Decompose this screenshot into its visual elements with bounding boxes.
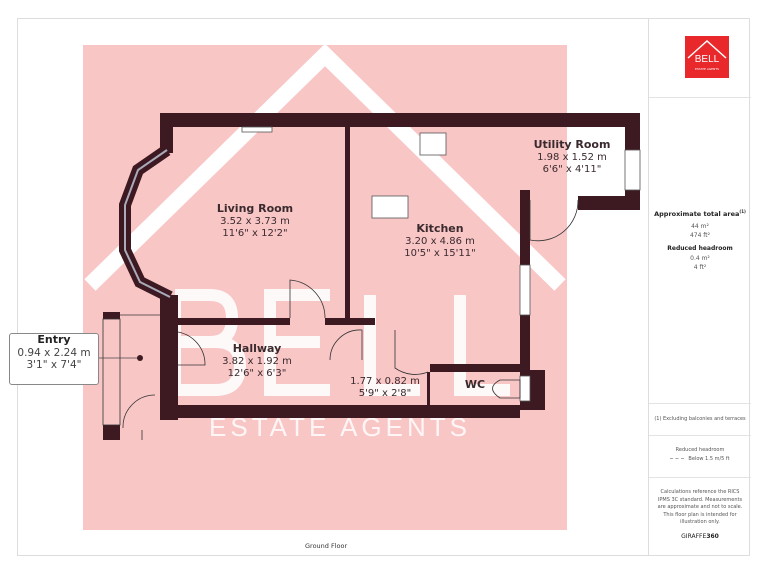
credit: GIRAFFE360 [649, 533, 751, 540]
disclaimer: Calculations reference the RICS IPMS 3C … [657, 489, 743, 525]
doors [102, 199, 579, 440]
total-area-m: 44 m² [691, 223, 709, 231]
room-name: Hallway [232, 342, 282, 355]
legend-title: Reduced headroom [675, 447, 725, 453]
room-imperial: 3'1" x 7'4" [26, 359, 82, 371]
brand-tagline: ESTATE AGENTS [694, 67, 720, 71]
room-entry: Entry 0.94 x 2.24 m 3'1" x 7'4" [9, 333, 99, 385]
credit-number: 360 [706, 532, 719, 540]
total-area-ft: 474 ft² [689, 232, 711, 240]
room-metric: 3.82 x 1.92 m [222, 356, 292, 367]
total-area-sup: (1) [739, 209, 746, 214]
windows [241, 126, 641, 402]
dashed-line-icon [670, 458, 685, 459]
floor-label: Ground Floor [305, 542, 348, 550]
total-area-title-text: Approximate total area [654, 210, 740, 219]
legend-item: Below 1.5 m/5 ft [649, 455, 751, 464]
footnote-section: (1) Excluding balconies and terraces [649, 403, 751, 436]
brand-name: BELL [694, 54, 720, 65]
room-metric: 3.52 x 3.73 m [220, 216, 290, 227]
room-wc: WC [455, 378, 495, 392]
entry-marker [137, 355, 143, 361]
entry-porch [103, 312, 120, 440]
room-name: WC [464, 378, 486, 391]
total-area-title: Approximate total area(1) [649, 209, 751, 218]
page-frame [17, 18, 750, 556]
roof-icon [687, 39, 727, 59]
room-utility: Utility Room 1.98 x 1.52 m 6'6" x 4'11" [522, 138, 622, 176]
room-metric: 1.77 x 0.82 m [350, 376, 420, 387]
room-imperial: 11'6" x 12'2" [222, 228, 288, 239]
room-imperial: 5'9" x 2'8" [358, 388, 412, 399]
room-living: Living Room 3.52 x 3.73 m 11'6" x 12'2" [205, 202, 305, 240]
room-metric: 1.98 x 1.52 m [537, 152, 607, 163]
disclaimer-section: Calculations reference the RICS IPMS 3C … [649, 477, 751, 557]
reduced-headroom-title: Reduced headroom [667, 245, 733, 253]
room-name: Living Room [216, 202, 294, 215]
legend-item-label: Below 1.5 m/5 ft [688, 456, 730, 462]
room-hallway: Hallway 3.82 x 1.92 m 12'6" x 6'3" [207, 342, 307, 380]
room-metric: 0.94 x 2.24 m [17, 346, 91, 359]
room-metric: 3.20 x 4.86 m [405, 236, 475, 247]
room-kitchen: Kitchen 3.20 x 4.86 m 10'5" x 15'11" [390, 222, 490, 260]
room-name: Kitchen [416, 222, 464, 235]
footnote: (1) Excluding balconies and terraces [654, 416, 746, 422]
info-panel: BELL ESTATE AGENTS Approximate total are… [648, 18, 751, 557]
reduced-area-ft: 4 ft² [693, 264, 707, 272]
legend-section: Reduced headroom Below 1.5 m/5 ft [649, 435, 751, 478]
watermark-roof [84, 43, 566, 291]
room-imperial: 12'6" x 6'3" [227, 368, 287, 379]
watermark-logo [169, 289, 510, 396]
credit-name: GIRAFFE [681, 532, 707, 540]
bay-window [124, 149, 171, 298]
room-storage: 1.77 x 0.82 m 5'9" x 2'8" [335, 376, 435, 400]
room-name: Utility Room [533, 138, 611, 151]
room-imperial: 6'6" x 4'11" [542, 164, 602, 175]
room-name: Entry [37, 333, 71, 346]
brand-logo: BELL ESTATE AGENTS [685, 36, 729, 78]
reduced-area-m: 0.4 m² [690, 255, 710, 263]
area-section: Approximate total area(1) 44 m² 474 ft² … [649, 97, 751, 398]
room-imperial: 10'5" x 15'11" [404, 248, 476, 259]
